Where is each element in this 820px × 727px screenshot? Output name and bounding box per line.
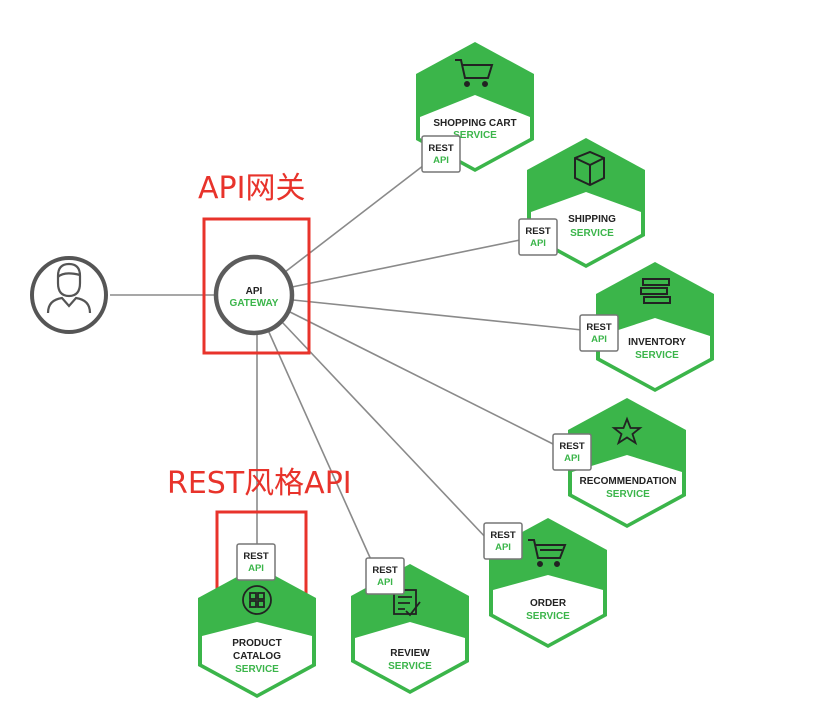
service-title: SHIPPING [568, 214, 616, 225]
inventory-service: INVENTORY SERVICE [596, 262, 714, 392]
review-service: REVIEW SERVICE [351, 564, 469, 694]
gateway-label: API [246, 286, 263, 297]
product-catalog-service: PRODUCT CATALOG SERVICE [198, 566, 316, 698]
svg-text:API: API [495, 542, 511, 553]
order-cart-icon [528, 539, 567, 567]
rest-api-badge: REST API [236, 543, 276, 581]
star-icon [611, 416, 643, 446]
rest-api-badge: REST API [579, 314, 619, 352]
stack-icon [640, 278, 671, 304]
user-icon [46, 262, 92, 314]
svg-text:API: API [564, 453, 580, 464]
link-gateway-review [267, 329, 373, 563]
link-gateway-recommendation [289, 311, 556, 446]
svg-text:REST: REST [525, 226, 551, 237]
service-subtitle: SERVICE [453, 130, 497, 141]
gateway-highlight-box [202, 217, 311, 355]
link-gateway-order [281, 321, 489, 541]
gateway-annotation: API网关 [198, 171, 305, 206]
api-gateway: API GATEWAY [213, 254, 295, 336]
service-subtitle: SERVICE [606, 489, 650, 500]
svg-text:REST: REST [243, 551, 269, 562]
svg-text:API: API [530, 238, 546, 249]
rest-api-badge: REST API [518, 218, 558, 256]
service-title: REVIEW [390, 648, 430, 659]
catalog-icon [242, 585, 272, 615]
svg-text:API: API [591, 334, 607, 345]
box-icon [574, 150, 605, 187]
client-user [30, 256, 108, 334]
svg-text:REST: REST [559, 441, 585, 452]
rest-api-badge: REST API [421, 135, 461, 173]
svg-text:REST: REST [372, 565, 398, 576]
svg-text:API: API [248, 563, 264, 574]
service-subtitle: SERVICE [635, 350, 679, 361]
recommendation-service: RECOMMENDATION SERVICE [568, 398, 686, 528]
svg-text:API: API [433, 155, 449, 166]
rest-api-badge: REST API [483, 522, 523, 560]
svg-text:REST: REST [490, 530, 516, 541]
svg-text:REST: REST [428, 143, 454, 154]
service-subtitle: SERVICE [570, 228, 614, 239]
rest-annotation: REST风格API [167, 466, 352, 501]
link-gateway-inventory [292, 299, 583, 331]
gateway-sublabel: GATEWAY [230, 298, 279, 309]
svg-text:REST: REST [586, 322, 612, 333]
link-gateway-shopping-cart [284, 161, 429, 273]
service-subtitle: SERVICE [526, 611, 570, 622]
connectors [110, 161, 583, 563]
service-title: PRODUCT [232, 638, 281, 649]
rest-api-badge: REST API [365, 557, 405, 595]
rest-api-badge: REST API [552, 433, 592, 471]
service-title: ORDER [530, 598, 567, 609]
service-subtitle: SERVICE [388, 661, 432, 672]
review-icon [393, 589, 421, 617]
service-title-line2: CATALOG [233, 651, 281, 662]
service-title: RECOMMENDATION [579, 476, 676, 487]
cart-icon [455, 59, 494, 87]
link-gateway-shipping [291, 239, 521, 288]
svg-text:API: API [377, 577, 393, 588]
service-title: SHOPPING CART [433, 118, 516, 129]
service-title: INVENTORY [628, 337, 686, 348]
service-subtitle: SERVICE [235, 664, 279, 675]
